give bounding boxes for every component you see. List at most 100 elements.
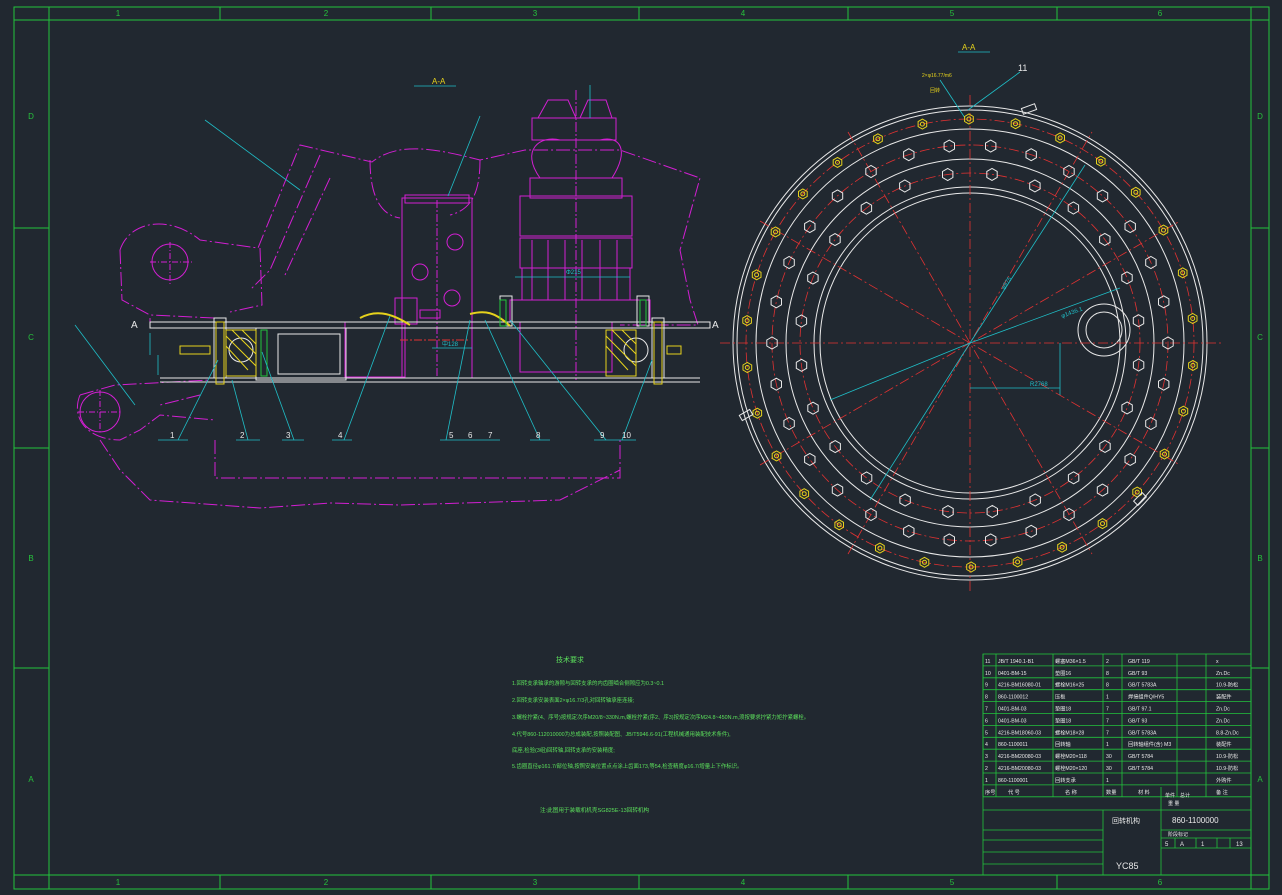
- middle-bolt-hole: [1124, 220, 1136, 234]
- middle-bolt-hole: [865, 507, 877, 522]
- bom-cell-mat: GB/T 5784: [1128, 766, 1153, 772]
- inner-bolt-hole: [1099, 232, 1111, 246]
- outer-bolt-hole: [1177, 267, 1188, 279]
- middle-bolt-hole: [1158, 295, 1170, 309]
- bom-cell-name: 垫圈18: [1055, 705, 1071, 713]
- outer-bolt-hole: [919, 556, 930, 568]
- outer-bolt-hole: [1158, 224, 1169, 236]
- technical-requirements: 技术要求 1.回转支承轴承的游隙与回转支承的内齿圈啮合侧隙应为0.3~0.1 2…: [512, 655, 809, 814]
- middle-bolt-hole: [766, 336, 778, 350]
- middle-bolt-hole: [1025, 524, 1037, 538]
- bolt-hole-inner: [1190, 362, 1196, 368]
- border-row-left: D: [28, 112, 34, 121]
- middle-bolt-hole: [1025, 148, 1037, 162]
- border-col-bottom: 1: [116, 878, 121, 887]
- middle-bolt-hole: [1063, 507, 1075, 522]
- bom-cell-code: 4216-BM20080-03: [998, 766, 1041, 772]
- bolt-hole-inner: [1013, 121, 1018, 127]
- middle-bolt-hole: [1145, 255, 1157, 270]
- tech-line: 底座,检验(3组)回转轴,回转支承的安装精度;: [512, 746, 615, 754]
- bolt-hole-inner: [800, 191, 806, 197]
- bom-cell-mat: GB/T 5783A: [1128, 683, 1157, 689]
- bom-cell-code: 0401-BM-03: [998, 707, 1027, 713]
- bolt-hole-inner: [966, 116, 972, 122]
- tech-line: 3.螺栓拧紧(4、序号)按规定次序M20/8~330N.m,螺栓拧紧(序2、序3…: [512, 713, 809, 721]
- bom-cell-rem: Zn.Dc: [1216, 718, 1230, 724]
- bom-cell-qty: 8: [1106, 683, 1109, 689]
- outer-bolt-hole: [770, 226, 781, 238]
- bolt-hole-inner: [1134, 489, 1140, 495]
- inner-bolt-hole: [795, 358, 808, 372]
- bolt-hole-inner: [877, 545, 883, 551]
- bom-cell-qty: 30: [1106, 766, 1112, 772]
- bom-cell-name: 螺栓M20×118: [1055, 752, 1087, 760]
- inner-bolt-hole: [899, 493, 911, 507]
- swing-housing: [344, 90, 651, 380]
- border-row-left: C: [28, 333, 34, 342]
- bolt-hole-inner: [875, 136, 881, 142]
- bolt-hole-inner: [774, 453, 779, 459]
- model-name: YC85: [1116, 861, 1139, 871]
- border-row-left: A: [28, 775, 34, 784]
- outer-bolt-hole: [875, 542, 885, 554]
- bolt-hole-inner: [968, 564, 974, 570]
- outer-bolt-hole: [742, 361, 753, 374]
- callout-3: 3: [286, 431, 291, 440]
- title-block-name: 回转机构: [1112, 816, 1140, 825]
- outer-bolt-hole: [742, 315, 752, 327]
- bolt-hole-inner: [744, 318, 750, 324]
- bolt-hole-inner: [773, 229, 778, 235]
- middle-bolt-hole: [831, 483, 844, 497]
- bom-cell-no: 10: [985, 671, 991, 677]
- callout-1: 1: [170, 431, 175, 440]
- note-top: 2×φ16.77/m6: [922, 73, 952, 79]
- middle-bolt-hole: [903, 524, 915, 538]
- tech-line: 4.代号860-112010000为总成装配,按照装配图、JB/T5946.6-…: [512, 730, 731, 738]
- border-col-top: 6: [1158, 9, 1163, 18]
- bolt-hole-inner: [1162, 451, 1167, 457]
- sheet-info: 5: [1165, 842, 1169, 848]
- tech-line: 5.齿圈直径φ161.7/部位轴,按照安装位置点点涂上齿面173,等54,检查精…: [512, 762, 742, 770]
- inner-bolt-hole: [986, 504, 998, 519]
- bom-cell-rem: 装配件: [1216, 740, 1232, 748]
- bom-cell-code: 860-1100012: [998, 695, 1028, 701]
- outer-bolt-hole: [917, 118, 928, 130]
- bolt-hole-inner: [919, 121, 925, 127]
- bom-cell-mat: 回转轴组件(含) M3: [1128, 740, 1171, 748]
- bolt-hole-inner: [1098, 158, 1104, 164]
- middle-bolt-hole: [943, 533, 955, 547]
- bom-cell-rem: 10.9-防松: [1216, 752, 1238, 760]
- border-col-top: 4: [741, 9, 746, 18]
- border-row-right: A: [1257, 775, 1263, 784]
- sheet-info: 13: [1236, 842, 1243, 848]
- outer-bolt-hole: [1010, 118, 1021, 130]
- bolt-hole-inner: [1133, 189, 1139, 195]
- border-col-top: 3: [533, 9, 538, 18]
- outer-bolt-hole: [964, 113, 974, 125]
- bom-cell-code: 4216-BM16080-01: [998, 683, 1041, 689]
- outer-bolt-hole: [751, 269, 762, 281]
- bom-cell-name: 螺栓M16×25: [1055, 681, 1084, 689]
- bom-cell-mat: GB/T 119: [1128, 659, 1150, 665]
- bom-cell-name: 回转轴: [1055, 740, 1071, 748]
- bom-cell-mat: GB/T 93: [1128, 671, 1147, 677]
- phantom-frame-outline: [76, 144, 701, 509]
- inner-bolt-hole: [986, 167, 998, 181]
- border-col-top: 5: [950, 9, 955, 18]
- bolt-hole-inner: [754, 272, 760, 278]
- inner-bolt-hole: [942, 167, 954, 182]
- right-section-title: A-A: [962, 43, 976, 52]
- middle-bolt-hole: [985, 139, 997, 153]
- outer-bolt-hole: [752, 407, 763, 419]
- bom-cell-mat: GB/T 5783A: [1128, 730, 1157, 736]
- outer-bolt-hole: [966, 561, 976, 573]
- bom-cell-code: 860-1100011: [998, 742, 1028, 748]
- weight-header: 总计: [1180, 792, 1190, 799]
- bom-cell-mat: 焊接组件Q/HY5: [1128, 693, 1164, 701]
- tech-line: 2.回转支承安装表面2×φ16.7/3孔对回转轴承座连接;: [512, 696, 635, 704]
- bolt-hole-inner: [1100, 521, 1105, 527]
- outer-bolt-hole: [1159, 448, 1170, 460]
- outer-bolt-hole: [799, 488, 810, 500]
- bom-cell-no: 3: [985, 754, 988, 760]
- inner-bolt-hole: [860, 471, 873, 485]
